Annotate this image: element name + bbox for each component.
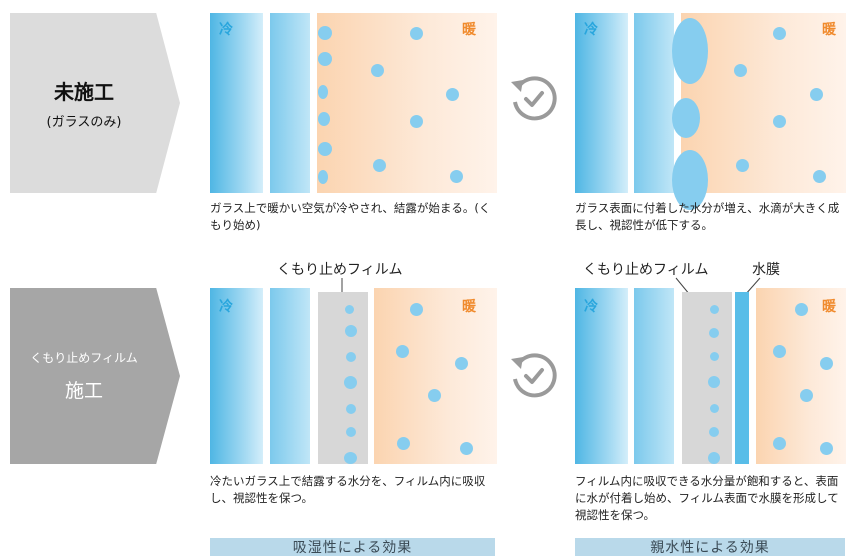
glass-pane-inner <box>634 288 674 464</box>
droplet <box>450 170 463 183</box>
glass-pane <box>210 13 263 193</box>
absorbed-droplet <box>345 305 354 314</box>
droplet <box>820 357 833 370</box>
absorbed-droplet <box>708 376 720 388</box>
absorbed-droplet <box>708 452 720 464</box>
warm-air <box>317 13 497 193</box>
anti-fog-film <box>682 292 732 464</box>
warm-label: 暖 <box>462 299 476 315</box>
droplet <box>371 64 384 77</box>
droplet <box>820 442 833 455</box>
glass-pane-inner <box>634 13 674 193</box>
effect-band-hygroscopic: 吸湿性による効果 <box>210 538 495 556</box>
droplet <box>446 88 459 101</box>
film-callout-left: くもり止めフィルム <box>277 262 403 278</box>
water-film-callout: 水膜 <box>752 262 780 278</box>
caption-untreated-before: ガラス上で暖かい空気が冷やされ、結露が始まる。(くもり始め) <box>210 201 491 232</box>
untreated-subtitle: (ガラスのみ) <box>46 115 122 130</box>
untreated-chevron: 未施工 (ガラスのみ) <box>10 13 180 193</box>
droplet <box>318 52 332 66</box>
treated-subtitle: 施工 <box>64 380 103 402</box>
water-film <box>735 292 749 464</box>
treated-chevron: くもり止めフィルム 施工 <box>10 288 180 464</box>
warm-air <box>374 288 497 464</box>
droplet <box>428 389 441 402</box>
droplet <box>734 64 747 77</box>
absorbed-droplet <box>346 352 356 362</box>
anti-fog-film <box>318 292 368 464</box>
warm-label: 暖 <box>822 22 836 38</box>
warm-air <box>756 288 846 464</box>
droplet <box>318 112 330 126</box>
absorbed-droplet <box>345 325 357 337</box>
glass-pane-inner <box>270 288 310 464</box>
droplet <box>773 27 786 40</box>
glass-pane <box>210 288 263 464</box>
caption-untreated-after: ガラス表面に付着した水分が増え、水滴が大きく成長し、視認性が低下する。 <box>575 201 840 232</box>
clock-rotate-icon <box>511 353 557 398</box>
cold-label: 冷 <box>219 299 233 315</box>
droplet <box>410 27 423 40</box>
droplet <box>396 345 409 358</box>
droplet <box>318 26 332 40</box>
absorbed-droplet <box>709 427 719 437</box>
droplet <box>813 170 826 183</box>
absorbed-droplet <box>709 328 719 338</box>
absorbed-droplet <box>344 452 357 464</box>
droplet <box>455 357 468 370</box>
glass-pane <box>575 288 628 464</box>
droplet <box>410 115 423 128</box>
droplet <box>773 345 786 358</box>
effect-band-hydrophilic: 親水性による効果 <box>575 538 845 556</box>
droplet <box>773 437 786 450</box>
caption-treated-before: 冷たいガラス上で結露する水分を、フィルム内に吸収し、視認性を保つ。 <box>210 474 486 505</box>
droplet <box>736 159 749 172</box>
large-droplet <box>672 150 708 210</box>
large-droplet <box>672 98 700 138</box>
glass-pane-inner <box>270 13 310 193</box>
droplet <box>410 303 423 316</box>
absorbed-droplet <box>710 305 719 314</box>
droplet <box>460 442 473 455</box>
film-callout-right: くもり止めフィルム <box>583 262 709 278</box>
absorbed-droplet <box>346 404 356 414</box>
droplet <box>373 159 386 172</box>
droplet <box>773 115 786 128</box>
droplet <box>795 303 808 316</box>
absorbed-droplet <box>710 404 719 413</box>
absorbed-droplet <box>344 376 357 389</box>
cold-label: 冷 <box>584 22 598 38</box>
droplet <box>800 389 813 402</box>
large-droplet <box>672 18 708 84</box>
caption-treated-after: フィルム内に吸収できる水分量が飽和すると、表面に水が付着し始め、フィルム表面で水… <box>575 474 839 522</box>
droplet <box>810 88 823 101</box>
droplet <box>318 170 328 184</box>
absorbed-droplet <box>710 352 719 361</box>
glass-pane <box>575 13 628 193</box>
warm-label: 暖 <box>462 22 476 38</box>
cold-label: 冷 <box>219 22 233 38</box>
droplet <box>318 85 328 99</box>
cold-label: 冷 <box>584 299 598 315</box>
absorbed-droplet <box>346 427 356 437</box>
warm-label: 暖 <box>822 299 836 315</box>
untreated-title: 未施工 <box>54 80 114 104</box>
warm-air <box>681 13 846 193</box>
treated-title: くもり止めフィルム <box>30 351 138 365</box>
clock-rotate-icon <box>511 76 557 121</box>
droplet <box>397 437 410 450</box>
droplet <box>318 142 332 156</box>
